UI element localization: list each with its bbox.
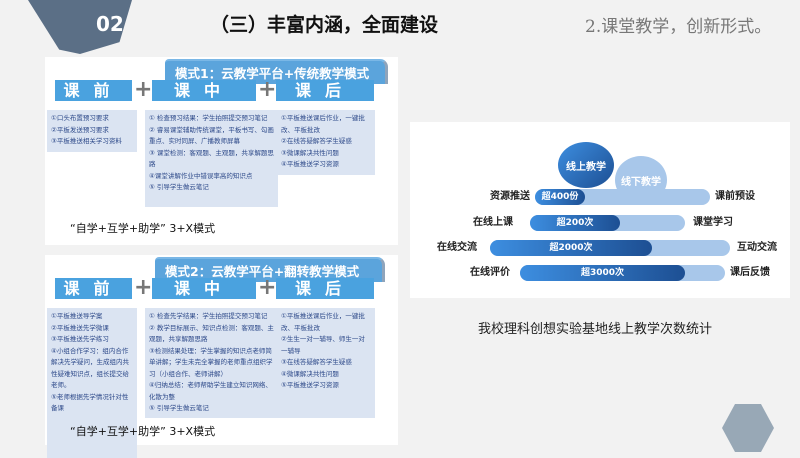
plus-icon: + [258, 275, 277, 300]
mode1-after-items: ①平板推送课后作业，一键批改、平板批改 ②在线答疑解答学生疑惑 ③微课解决共性问题 ④… [277, 110, 375, 175]
mode2-caption: “自学+互学+助学” 3+X模式 [70, 425, 216, 438]
list-item: ①平板推送课后作业，一键批改、平板批改 [281, 114, 365, 134]
list-item: ⑤ 引导学生做云笔记 [149, 183, 209, 191]
stat-bar-value: 超200次 [530, 215, 620, 231]
mode1-header-during: 课中 [152, 80, 256, 101]
stat-right-label: 课堂学习 [693, 217, 733, 228]
mode1-header-before: 课前 [55, 80, 132, 101]
list-item: ① 检查预习结果：学生拍照提交预习笔记 [149, 114, 268, 122]
mode2-before-items: ①平板推送导学案 ②平板推送先学微课 ③平板推送先学练习 ④小组合作学习：组内合作解决… [47, 308, 137, 458]
mode1-during-items: ① 检查预习结果：学生拍照提交预习笔记 ② 睿易课堂辅助传统课堂，平板书写、勾画重… [145, 110, 278, 207]
stat-bar-value: 超2000次 [490, 240, 652, 256]
mode2-during-items: ① 检查先学结果：学生拍照提交预习笔记 ② 教学目标展示、知识点检测：客观题、主观… [145, 308, 278, 418]
list-item: ④平板推送学习资源 [281, 160, 339, 168]
list-item: ⑤平板推送学习资源 [281, 381, 339, 389]
list-item: ① 检查先学结果：学生拍照提交预习笔记 [149, 312, 268, 320]
stats-caption: 我校理科创想实验基地线上教学次数统计 [478, 322, 713, 337]
mode1-caption: “自学+互学+助学” 3+X模式 [70, 222, 216, 235]
online-teaching-circle: 线上教学 [558, 142, 614, 188]
list-item: ④课堂讲解作业中错误率高的知识点 [149, 171, 253, 180]
list-item: ④归纳总结：老师帮助学生建立知识网络、化散为整 [149, 381, 272, 401]
stat-right-label: 课后反馈 [730, 267, 770, 278]
list-item: ②生生一对一辅导、师生一对一辅导 [281, 335, 365, 355]
page-subtitle: 2.课堂教学，创新形式。 [585, 17, 772, 37]
plus-icon: + [134, 275, 153, 300]
stat-bar-value: 超400份 [535, 189, 585, 205]
stat-left-label: 在线交流 [437, 242, 477, 253]
list-item: ③微课解决共性问题 [281, 148, 339, 157]
list-item: ⑤ 引导学生做云笔记 [149, 404, 209, 412]
mode1-banner: 模式1：云教学平台+传统教学模式 [165, 59, 388, 84]
stat-left-label: 在线评价 [470, 267, 510, 278]
mode1-before-items: ①口头布置预习要求 ②平板发送预习要求 ③平板推送相关学习资料 [47, 110, 137, 152]
stat-left-label: 资源推送 [490, 191, 530, 202]
list-item: ② 睿易课堂辅助传统课堂，平板书写、勾画重点、实时同屏、广播教师屏幕 [149, 125, 274, 146]
stat-right-label: 互动交流 [737, 242, 777, 253]
plus-icon: + [134, 77, 153, 102]
list-item: ⑤老师根据先学情况针对性备课 [51, 392, 129, 413]
list-item: ②平板推送先学微课 [51, 323, 109, 332]
section-number: 02 [96, 12, 124, 36]
list-item: ①平板推送课后作业，一键批改、平板批改 [281, 312, 365, 332]
mode2-after-items: ①平板推送课后作业，一键批改、平板批改 ②生生一对一辅导、师生一对一辅导 ③在线答疑… [277, 308, 375, 418]
mode2-banner: 模式2：云教学平台+翻转教学模式 [155, 257, 385, 282]
list-item: ④小组合作学习：组内合作解决先学疑问，生成组内共性疑难知识点，组长提交给老师。 [51, 346, 129, 390]
list-item: ②在线答疑解答学生疑惑 [281, 137, 352, 145]
stat-bar-value: 超3000次 [520, 265, 685, 281]
stat-right-label: 课前预设 [715, 191, 755, 202]
list-item: ③在线答疑解答学生疑惑 [281, 358, 352, 366]
mode2-header-during: 课中 [152, 278, 256, 299]
plus-icon: + [258, 77, 277, 102]
list-item: ①平板推送导学案 [51, 312, 103, 320]
page-title: （三）丰富内涵，全面建设 [210, 14, 439, 36]
mode1-header-after: 课后 [276, 80, 374, 101]
list-item: ③平板推送先学练习 [51, 335, 109, 343]
list-item: ③ 课堂检测：客观题、主观题，共享解题思路 [149, 148, 274, 169]
mode2-header-after: 课后 [276, 278, 374, 299]
list-item: ③检测结果处理：学生掌握的知识点老师简单讲解；学生未完全掌握的老师重点组织学习（… [149, 346, 273, 378]
mode2-header-before: 课前 [55, 278, 132, 299]
list-item: ②平板发送预习要求 [51, 125, 109, 134]
list-item: ①口头布置预习要求 [51, 114, 109, 122]
list-item: ② 教学目标展示、知识点检测：客观题、主观题，共享解题思路 [149, 323, 274, 344]
list-item: ③平板推送相关学习资料 [51, 137, 122, 145]
hexagon-decoration [722, 404, 774, 452]
stat-left-label: 在线上课 [473, 217, 513, 228]
list-item: ④微课解决共性问题 [281, 369, 339, 378]
